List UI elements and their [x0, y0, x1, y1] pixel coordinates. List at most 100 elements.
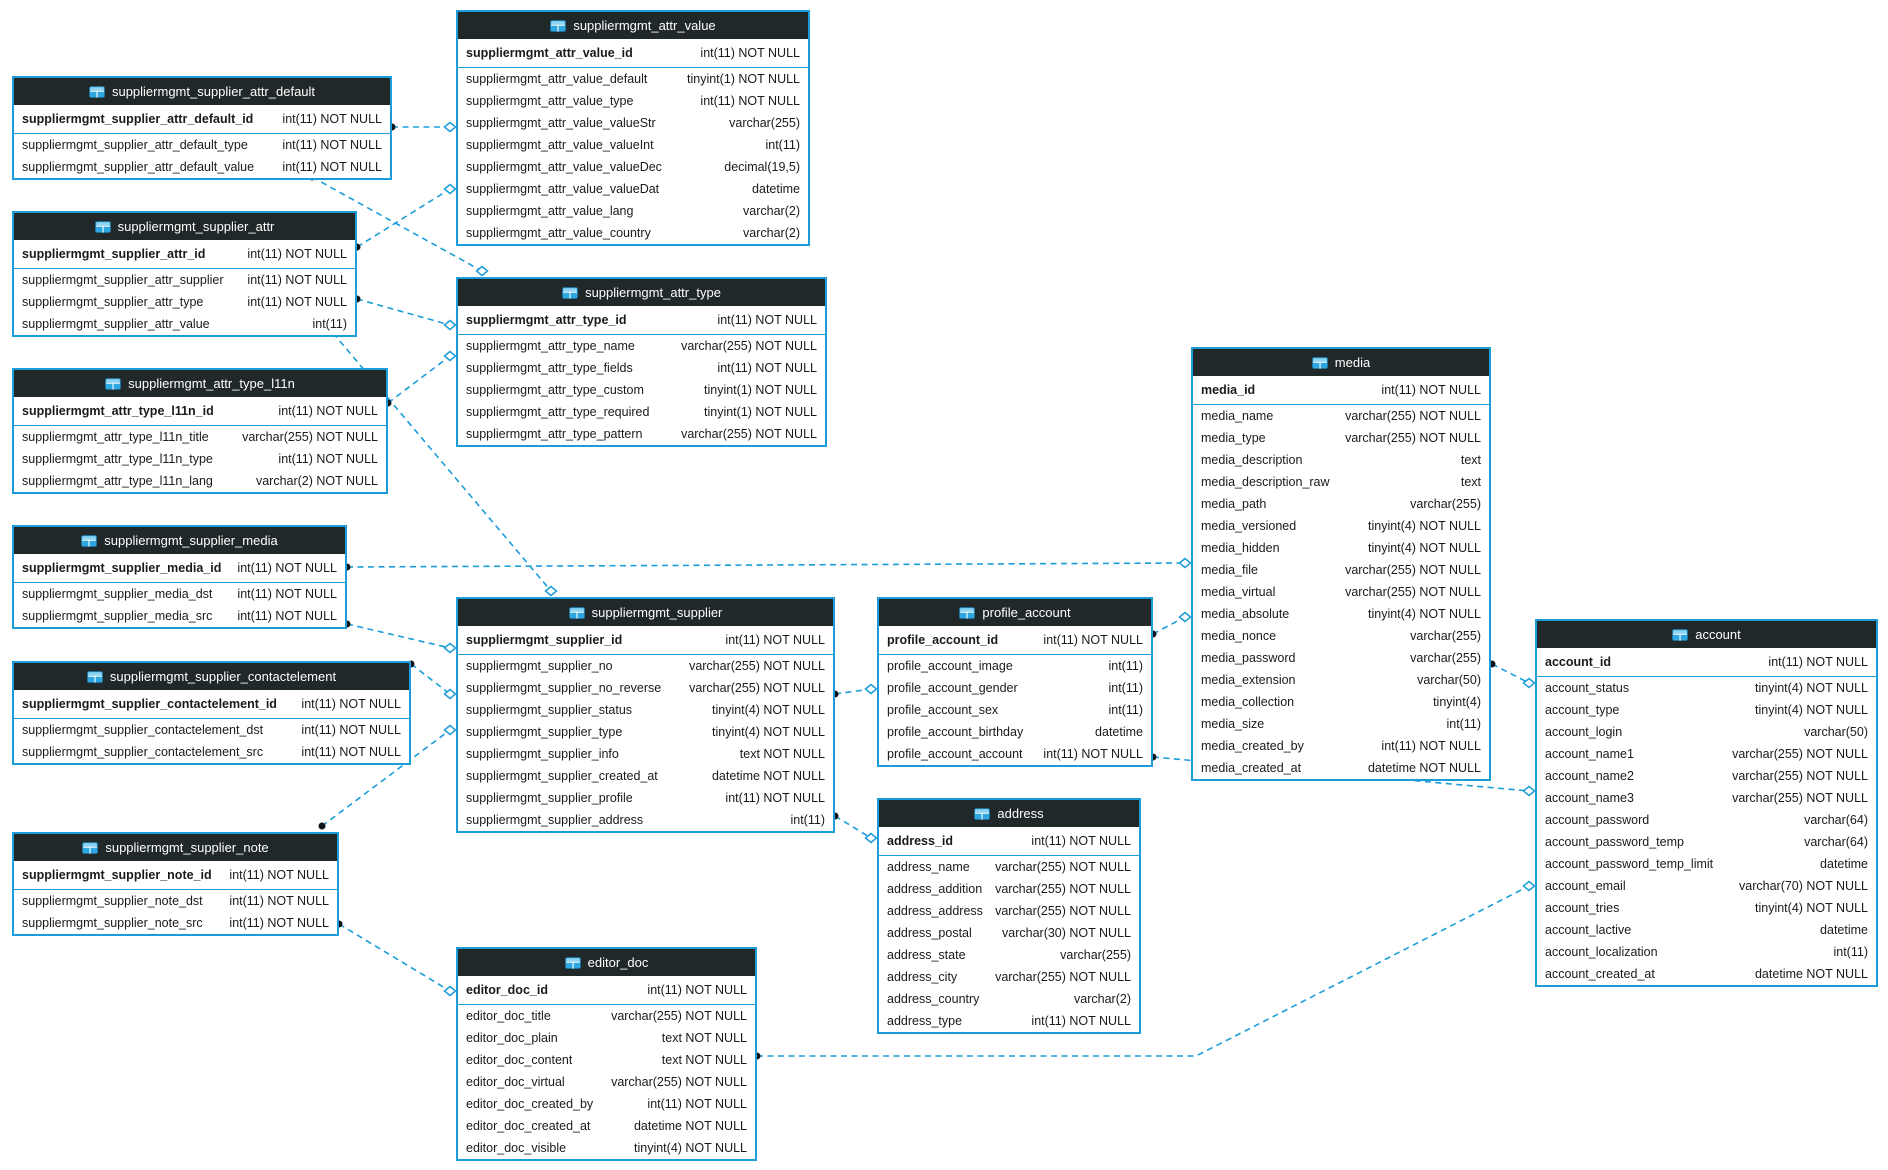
relationship-suppliermgmt_supplier_media-to-media[interactable]: [343, 557, 1192, 571]
relationship-suppliermgmt_supplier_note-to-suppliermgmt_supplier[interactable]: [318, 724, 457, 830]
table-suppliermgmt_attr_value[interactable]: suppliermgmt_attr_value suppliermgmt_attr…: [456, 10, 810, 246]
table-header[interactable]: suppliermgmt_supplier_contactelement: [14, 663, 409, 690]
table-header[interactable]: suppliermgmt_supplier_attr_default: [14, 78, 390, 105]
relationship-media-to-account[interactable]: [1488, 660, 1536, 689]
table-suppliermgmt_supplier_note[interactable]: suppliermgmt_supplier_note suppliermgmt_s…: [12, 832, 339, 936]
table-header[interactable]: suppliermgmt_supplier_media: [14, 527, 345, 554]
table-header[interactable]: account: [1537, 621, 1876, 648]
table-header[interactable]: suppliermgmt_supplier_attr: [14, 213, 355, 240]
relationship-suppliermgmt_supplier_note-to-editor_doc[interactable]: [335, 920, 457, 997]
column-row[interactable]: suppliermgmt_supplier_contactelement_dst…: [14, 719, 409, 741]
relationship-suppliermgmt_supplier-to-profile_account[interactable]: [831, 683, 878, 698]
relationship-suppliermgmt_supplier_media-to-suppliermgmt_supplier[interactable]: [343, 620, 457, 654]
table-header[interactable]: suppliermgmt_attr_value: [458, 12, 808, 39]
table-header[interactable]: media: [1193, 349, 1489, 376]
table-header[interactable]: suppliermgmt_supplier_note: [14, 834, 337, 861]
relationship-suppliermgmt_supplier_contactelement-to-suppliermgmt_supplier[interactable]: [407, 660, 457, 700]
table-header[interactable]: address: [879, 800, 1139, 827]
table-header[interactable]: suppliermgmt_supplier: [458, 599, 833, 626]
table-header[interactable]: editor_doc: [458, 949, 755, 976]
relationship-suppliermgmt_supplier_attr-to-suppliermgmt_attr_type[interactable]: [353, 295, 457, 331]
table-header[interactable]: suppliermgmt_attr_type_l11n: [14, 370, 386, 397]
column-row[interactable]: suppliermgmt_supplier_contactelement_src…: [14, 741, 409, 763]
